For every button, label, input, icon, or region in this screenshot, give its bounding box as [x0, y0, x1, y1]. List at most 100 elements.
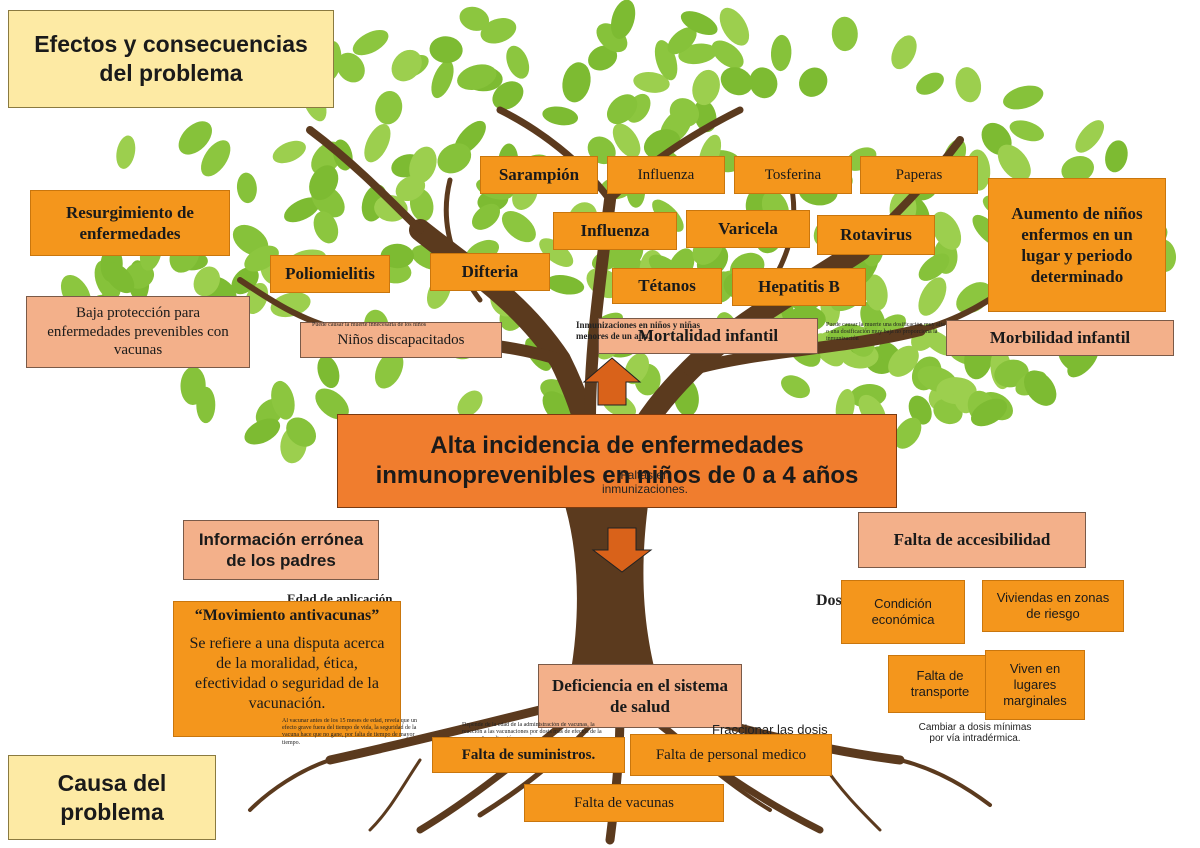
note-discapacitados: Puede causar la muerte innecesaria de lo…	[312, 322, 427, 328]
leaf	[271, 380, 295, 420]
leaf	[1024, 370, 1057, 406]
leaf	[309, 165, 339, 201]
leaf	[1075, 120, 1105, 153]
effect-sarampion: Sarampión	[480, 156, 598, 194]
leaf	[501, 211, 536, 243]
leaf	[196, 386, 216, 424]
leaf	[336, 52, 365, 83]
leaf	[831, 16, 858, 52]
leaf	[669, 98, 700, 127]
leaf	[545, 275, 585, 295]
leaf	[633, 71, 670, 93]
leaf	[1009, 120, 1044, 142]
effect-poliomielitis: Poliomielitis	[270, 255, 390, 293]
leaf	[431, 60, 454, 99]
note-mortalidad: Inmunizaciones en niños y niñas menores …	[576, 320, 701, 341]
cause-viviendas: Viviendas en zonas de riesgo	[982, 580, 1124, 632]
cause-deficiencia: Deficiencia en el sistema de salud	[538, 664, 742, 728]
leaf	[506, 45, 530, 79]
leaf	[284, 197, 321, 223]
cause-vacunas: Falta de vacunas	[524, 784, 724, 822]
cause-cambiar: Cambiar a dosis mínimas por vía intradér…	[918, 722, 1032, 744]
cause-fraccionar: Fraccionar las dosis	[712, 722, 828, 737]
leaf	[918, 253, 950, 281]
leaf	[610, 0, 636, 39]
cause-informacion: Información errónea de los padres	[183, 520, 379, 580]
main-problem-overlay: Faltas en inmunizaciones.	[601, 468, 689, 496]
leaf	[317, 355, 340, 389]
leaf	[720, 67, 753, 96]
leaf	[391, 49, 422, 82]
leaf	[678, 43, 717, 65]
leaf	[313, 211, 339, 244]
leaf	[1003, 85, 1044, 110]
leaf	[799, 67, 828, 97]
leaf	[864, 274, 888, 311]
leaf	[894, 417, 922, 449]
cause-marginales: Viven en lugares marginales	[985, 650, 1085, 720]
leaf	[178, 121, 212, 155]
main-problem-label: Alta incidencia de enfermedades inmunopr…	[375, 432, 859, 489]
cause-personal: Falta de personal medico	[630, 734, 832, 776]
leaf	[1061, 156, 1095, 183]
leaf	[888, 345, 919, 377]
leaf	[457, 64, 497, 91]
cause-accesibilidad: Falta de accesibilidad	[858, 512, 1086, 568]
leaf	[1105, 140, 1128, 173]
note-morbilidad: Puede causar la muerte una dosificación …	[826, 322, 945, 343]
effect-aumento: Aumento de niños enfermos en un lugar y …	[988, 178, 1166, 312]
leaf	[395, 175, 426, 202]
leaf	[588, 45, 618, 71]
leaf	[116, 135, 136, 169]
leaf	[891, 35, 917, 70]
leaf	[375, 90, 403, 125]
leaf	[970, 398, 1008, 427]
cause-transporte: Falta de transporte	[888, 655, 992, 713]
up-arrow-icon	[582, 357, 642, 406]
leaf	[193, 266, 221, 297]
effect-difteria: Difteria	[430, 253, 550, 291]
cause-condicion: Condición económica	[841, 580, 965, 644]
leaf	[711, 40, 744, 69]
leaf	[908, 395, 932, 425]
leaf	[542, 106, 579, 126]
leaf	[352, 29, 389, 56]
leaf	[429, 36, 463, 64]
leaf	[680, 11, 718, 36]
effect-baja-proteccion: Baja protección para enfermedades preven…	[26, 296, 250, 368]
effects-title: Efectos y consecuencias del problema	[8, 10, 334, 108]
effect-paperas: Paperas	[860, 156, 978, 194]
effect-tosferina: Tosferina	[734, 156, 852, 194]
leaf	[480, 18, 517, 44]
cause-movimiento-box: “Movimiento antivacunas” Se refiere a un…	[173, 601, 401, 737]
effect-influenza-1: Influenza	[607, 156, 725, 194]
leaf	[200, 140, 231, 177]
leaf	[719, 7, 750, 46]
leaf	[612, 123, 641, 158]
leaf	[375, 350, 404, 389]
leaf	[286, 417, 317, 447]
effect-tetanos: Tétanos	[612, 268, 722, 304]
leaf	[955, 67, 982, 103]
leaf	[437, 143, 472, 174]
effect-varicela: Varicela	[686, 210, 810, 248]
leaf	[916, 72, 944, 95]
effect-resurgimiento: Resurgimiento de enfermedades	[30, 190, 230, 256]
effect-rotavirus: Rotavirus	[817, 215, 935, 255]
leaf	[244, 282, 269, 315]
down-arrow-icon	[591, 527, 653, 573]
leaf	[236, 172, 257, 204]
cause-suministros: Falta de suministros.	[432, 737, 625, 773]
leaf	[409, 146, 437, 184]
leaf	[692, 69, 720, 106]
leaf	[997, 144, 1031, 181]
leaf	[457, 390, 483, 417]
leaf	[104, 262, 135, 294]
effect-mortalidad: Mortalidad infantil	[598, 318, 818, 354]
leaf	[562, 62, 591, 103]
leaf	[459, 6, 490, 31]
leaf	[539, 238, 574, 267]
tree-trunk	[560, 490, 700, 720]
effect-discapacitados: Niños discapacitados	[300, 322, 502, 358]
leaf	[770, 34, 792, 72]
